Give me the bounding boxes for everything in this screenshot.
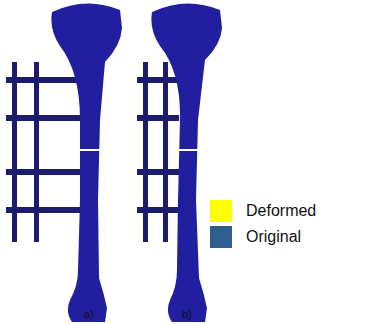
- figure-label: b): [182, 308, 192, 321]
- tibia-bone: [151, 3, 222, 322]
- external-fixator: [137, 62, 179, 242]
- tibia-bone: [51, 3, 122, 322]
- legend-swatch: [210, 226, 232, 248]
- legend-label: Deformed: [246, 201, 316, 221]
- figure-label: a): [84, 308, 94, 321]
- external-fixator: [6, 62, 86, 242]
- legend-label: Original: [246, 227, 301, 247]
- legend-swatch: [210, 200, 232, 222]
